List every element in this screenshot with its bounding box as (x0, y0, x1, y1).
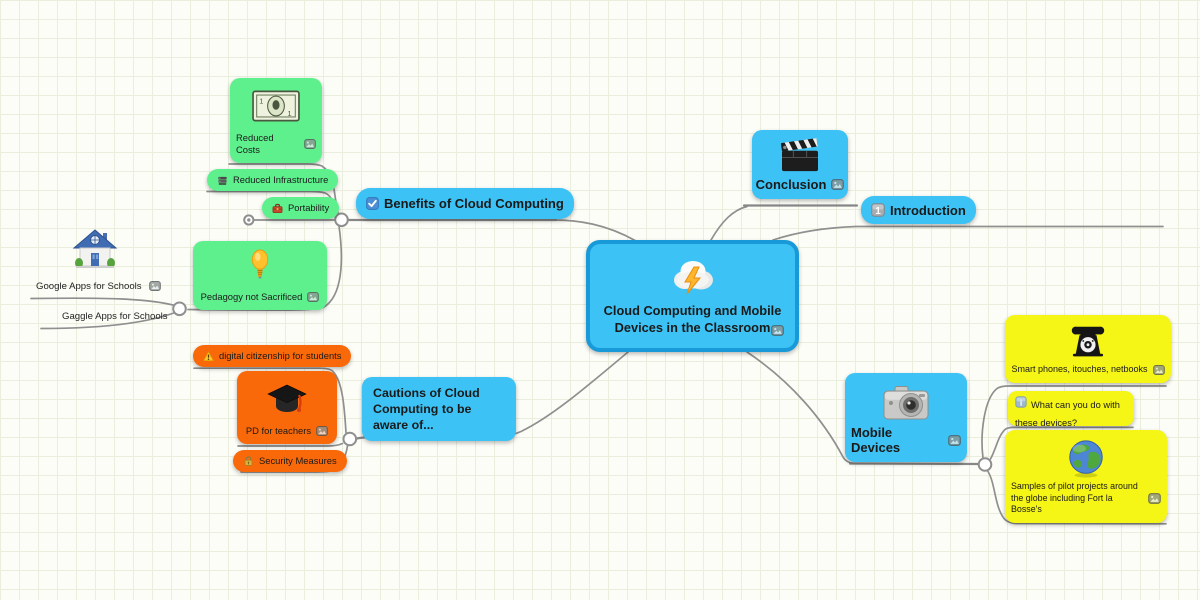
connector (746, 351, 855, 465)
attachment-icon[interactable] (307, 291, 320, 303)
attachment-icon[interactable] (148, 280, 161, 292)
camera-icon (882, 385, 930, 421)
node-label: Cautions of Cloud Computing to be aware … (373, 386, 480, 433)
node-gaggle-apps[interactable]: Gaggle Apps for Schools (62, 311, 168, 322)
attachment-icon[interactable] (1148, 492, 1161, 505)
connector (502, 351, 629, 438)
branch-junction-toggle[interactable] (342, 431, 358, 447)
node-label: Conclusion (755, 177, 827, 192)
node-label: Reduced Costs (236, 131, 274, 155)
node-label: Introduction (890, 202, 966, 218)
number-one-icon: 1 (871, 203, 885, 217)
node-conclusion[interactable]: Conclusion (752, 130, 848, 199)
connector (981, 385, 1167, 459)
attachment-icon[interactable] (304, 138, 316, 150)
cloud-lightning-icon (669, 254, 717, 296)
attachment-icon[interactable] (316, 425, 328, 437)
connector (237, 442, 344, 447)
node-label: Mobile Devices (851, 425, 901, 455)
node-label: PD for teachers (245, 424, 312, 436)
node-label: Portability (288, 201, 330, 213)
node-pedagogy[interactable]: Pedagogy not Sacrificed (193, 241, 327, 310)
connector (772, 225, 1164, 241)
connector (987, 470, 1167, 525)
attachment-icon[interactable] (771, 324, 784, 337)
svg-text:1: 1 (875, 206, 881, 217)
graduation-cap-icon (265, 379, 309, 419)
node-label: Reduced Infrastructure (233, 173, 329, 185)
node-smart-phones[interactable]: Smart phones, itouches, netbooks (1005, 315, 1171, 383)
node-pd-teachers[interactable]: PD for teachers (237, 371, 337, 444)
clapperboard-icon (779, 138, 821, 174)
svg-text:i: i (1020, 398, 1023, 408)
connector (848, 462, 980, 466)
node-google-apps[interactable]: Google Apps for Schools (36, 280, 161, 292)
node-root-topic[interactable]: Cloud Computing and Mobile Devices in th… (586, 240, 799, 352)
svg-text:1: 1 (259, 96, 263, 105)
connector (30, 297, 176, 307)
toolbox-icon (272, 203, 283, 214)
lightbulb-icon (250, 249, 270, 281)
svg-text:1: 1 (287, 109, 291, 118)
node-label: What can you do with these devices? (1015, 400, 1120, 428)
info-icon: i (1015, 396, 1027, 408)
node-security-measures[interactable]: Security Measures (233, 450, 347, 472)
branch-junction-toggle[interactable] (172, 301, 187, 317)
telephone-icon (1068, 323, 1108, 357)
node-cautions[interactable]: Cautions of Cloud Computing to be aware … (362, 377, 516, 442)
attachment-icon[interactable] (948, 434, 961, 447)
node-digital-citizenship[interactable]: digital citizenship for students (193, 345, 352, 367)
node-label: Cloud Computing and Mobile Devices in th… (603, 303, 782, 335)
connector (552, 219, 637, 242)
attachment-icon[interactable] (1152, 364, 1165, 376)
node-label: Samples of pilot projects around the glo… (1011, 481, 1138, 515)
node-benefits[interactable]: Benefits of Cloud Computing (356, 188, 574, 219)
connector (228, 163, 339, 214)
node-label: Gaggle Apps for Schools (62, 311, 168, 322)
branch-junction-toggle[interactable] (977, 457, 993, 472)
house-icon (72, 226, 118, 272)
globe-icon (1065, 438, 1107, 480)
connector (40, 311, 178, 330)
collapse-toggle-dot (247, 218, 251, 222)
connector (710, 205, 748, 241)
checkbox-icon (366, 197, 379, 210)
warning-icon (203, 351, 214, 362)
node-label: Pedagogy not Sacrificed (200, 290, 303, 302)
node-label: Benefits of Cloud Computing (384, 196, 564, 211)
connector (989, 426, 1134, 460)
attachment-icon[interactable] (831, 178, 845, 191)
node-label: Smart phones, itouches, netbooks (1011, 364, 1148, 375)
node-samples[interactable]: Samples of pilot projects around the glo… (1005, 430, 1167, 523)
node-what-devices[interactable]: i What can you do with these devices? (1008, 391, 1134, 428)
node-label: Google Apps for Schools (36, 280, 142, 292)
lock-icon (243, 455, 254, 467)
node-introduction[interactable]: 1 Introduction (861, 196, 976, 224)
node-label: digital citizenship for students (219, 349, 342, 361)
node-reduced-infrastructure[interactable]: Reduced Infrastructure (207, 169, 339, 191)
branch-junction-toggle[interactable] (334, 212, 349, 228)
node-mobile-devices[interactable]: Mobile Devices (845, 373, 967, 462)
connector (193, 367, 347, 434)
node-label: Security Measures (259, 454, 337, 466)
server-icon (217, 175, 228, 186)
node-portability[interactable]: Portability (262, 197, 340, 219)
